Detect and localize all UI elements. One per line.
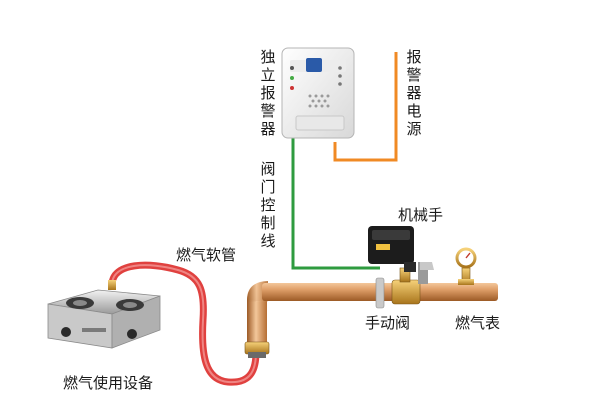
control-wire (291, 137, 380, 270)
gas-meter (455, 247, 477, 285)
label-control-line: 阀门控制线 (260, 160, 276, 250)
manual-valve (391, 267, 421, 305)
label-gas-hose: 燃气软管 (176, 246, 237, 264)
label-manipulator: 机械手 (398, 206, 444, 224)
detector-vent (308, 94, 330, 108)
detector-logo (306, 58, 322, 72)
gas-detector (281, 47, 355, 139)
pipe-vertical (247, 300, 267, 348)
label-gas-meter: 燃气表 (455, 314, 501, 332)
manipulator (368, 226, 434, 284)
label-gas-appliance: 燃气使用设备 (63, 374, 154, 392)
knob-right (127, 329, 137, 339)
gas-stove (47, 280, 161, 349)
power-wire (333, 52, 398, 162)
pipe-clamp (375, 277, 385, 309)
label-detector: 独立报警器 (260, 48, 276, 138)
knob-left (61, 327, 71, 337)
label-alarm-power: 报警器电源 (406, 48, 422, 138)
label-manual-valve: 手动阀 (365, 314, 411, 332)
